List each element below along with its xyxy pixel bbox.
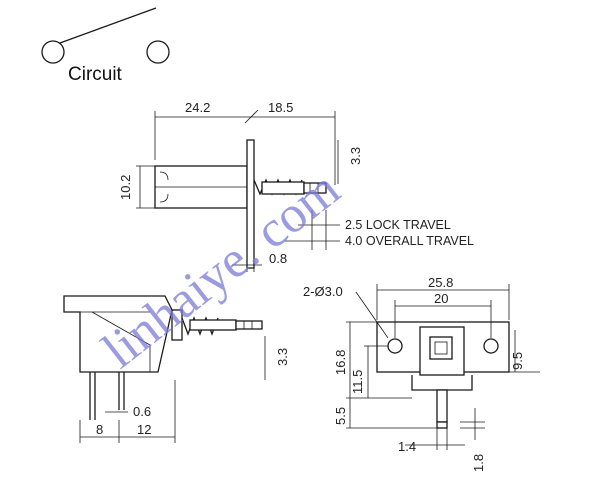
circuit-label: Circuit [68,64,123,85]
dim-12: 12 [137,422,151,437]
circuit-symbol: Circuit [41,7,170,85]
hole-label: 2-Ø3.0 [303,284,343,299]
dim-3-3-side: 3.3 [275,348,290,366]
dim-0-6: 0.6 [133,404,151,419]
dim-10-2: 10.2 [118,175,133,200]
dim-11-5: 11.5 [350,370,365,394]
lock-travel-label: 2.5 LOCK TRAVEL [345,218,451,232]
dim-3-3-top: 3.3 [348,147,363,165]
dim-24-2: 24.2 [185,100,210,115]
dim-18-5: 18.5 [268,100,293,115]
dim-1-4: 1.4 [398,439,416,454]
dim-0-8: 0.8 [269,251,287,266]
front-view: 24.2 18.5 10.2 3.3 2.5 LOCK TRAVEL 4.0 O… [118,100,474,272]
dim-9-5: 9.5 [510,352,525,370]
dim-5-5: 5.5 [333,407,348,425]
dim-8: 8 [96,422,103,437]
end-view: 2-Ø3.0 25.8 20 16.8 11.5 5.5 9.5 1.4 [303,275,540,472]
dim-20: 20 [434,291,448,306]
overall-travel-label: 4.0 OVERALL TRAVEL [345,234,474,248]
dim-1-8: 1.8 [471,454,486,472]
side-view: 3.3 0.6 8 12 [63,295,290,443]
dim-25-8: 25.8 [428,275,453,290]
dim-16-8: 16.8 [333,350,348,375]
